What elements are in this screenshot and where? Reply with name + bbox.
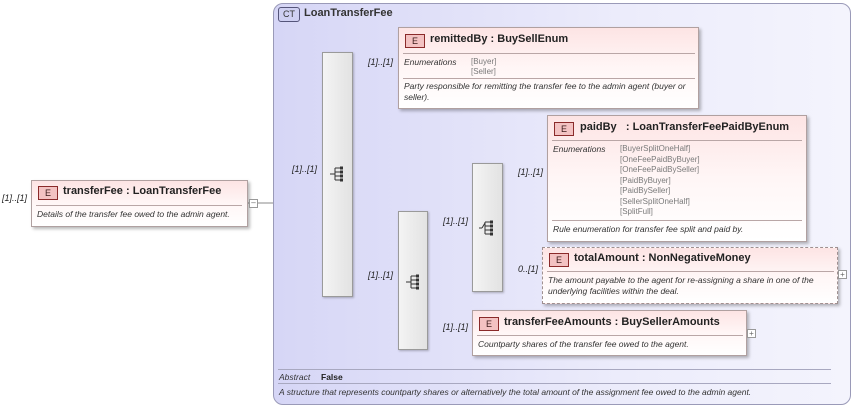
element-name: paidBy : LoanTransferFeePaidByEnum — [580, 121, 790, 133]
enum-value: [PaidBySeller] — [620, 186, 671, 195]
enum-value: [SplitFull] — [620, 207, 653, 216]
totalAmount-cardinality: 0..[1] — [518, 264, 539, 274]
outer-seq-cardinality: [1]..[1] — [292, 164, 318, 174]
complex-type-doc: A structure that represents countparty s… — [279, 387, 752, 397]
element-badge: E — [549, 253, 569, 267]
plus-icon[interactable]: + — [838, 270, 847, 279]
inner-seq-cardinality: [1]..[1] — [368, 270, 394, 280]
element-paidBy[interactable]: E paidBy : LoanTransferFeePaidByEnum Enu… — [547, 115, 807, 242]
enum-value: [BuyerSplitOneHalf] — [620, 144, 691, 153]
plus-icon[interactable]: + — [747, 329, 756, 338]
enum-value: [Buyer] — [471, 57, 497, 66]
element-doc: Countparty shares of the transfer fee ow… — [478, 339, 689, 349]
element-badge: E — [554, 122, 574, 136]
element-doc: Party responsible for remitting the tran… — [404, 81, 686, 102]
enumerations-label: Enumerations — [553, 144, 606, 154]
element-transferFeeAmounts[interactable]: E transferFeeAmounts : BuySellerAmounts … — [472, 310, 747, 356]
element-remittedBy[interactable]: E remittedBy : BuySellEnum Enumerations … — [398, 27, 699, 109]
separator — [552, 220, 802, 221]
choice-compositor[interactable] — [472, 163, 503, 292]
separator — [36, 205, 242, 206]
complex-type-name: LoanTransferFee — [304, 7, 393, 19]
separator — [477, 335, 743, 336]
element-totalAmount[interactable]: E totalAmount : NonNegativeMoney The amo… — [542, 247, 838, 304]
sequence-compositor[interactable] — [322, 52, 353, 297]
paidBy-cardinality: [1]..[1] — [518, 167, 544, 177]
sequence-icon — [330, 166, 343, 182]
abstract-label: Abstract — [279, 372, 311, 382]
element-doc: The amount payable to the agent for re-a… — [548, 275, 814, 296]
separator — [552, 140, 802, 141]
enumerations-label: Enumerations — [404, 57, 457, 67]
separator — [547, 271, 834, 272]
sequence-icon — [406, 274, 419, 290]
element-badge: E — [38, 186, 58, 200]
separator — [278, 369, 831, 370]
enum-value: [OneFeePaidByBuyer] — [620, 154, 700, 164]
separator — [403, 53, 695, 54]
transferFeeAmounts-cardinality: [1]..[1] — [443, 322, 469, 332]
choice-icon — [479, 220, 493, 236]
separator — [403, 78, 695, 79]
element-name: transferFee : LoanTransferFee — [63, 185, 222, 197]
minus-icon[interactable]: – — [249, 199, 258, 208]
enum-value: [SellerSplitOneHalf] — [620, 196, 690, 206]
element-doc: Rule enumeration for transfer fee split … — [553, 224, 744, 234]
separator — [278, 383, 831, 384]
remittedBy-cardinality: [1]..[1] — [368, 57, 394, 67]
enum-value: [OneFeePaidBySeller] — [620, 165, 700, 174]
enum-value: [Seller] — [471, 67, 496, 76]
element-name: totalAmount : NonNegativeMoney — [574, 252, 751, 264]
element-badge: E — [479, 317, 499, 331]
complex-type-badge: CT — [278, 7, 300, 22]
root-cardinality: [1]..[1] — [2, 193, 28, 203]
element-name: transferFeeAmounts : BuySellerAmounts — [504, 316, 720, 328]
choice-cardinality: [1]..[1] — [443, 216, 469, 226]
element-badge: E — [405, 34, 425, 48]
root-element-transferFee[interactable]: E transferFee : LoanTransferFee Details … — [31, 180, 248, 227]
element-doc: Details of the transfer fee owed to the … — [37, 209, 230, 219]
abstract-value: False — [321, 372, 343, 382]
enum-value: [PaidByBuyer] — [620, 175, 671, 185]
element-name: remittedBy : BuySellEnum — [430, 33, 569, 45]
sequence-compositor[interactable] — [398, 211, 428, 350]
